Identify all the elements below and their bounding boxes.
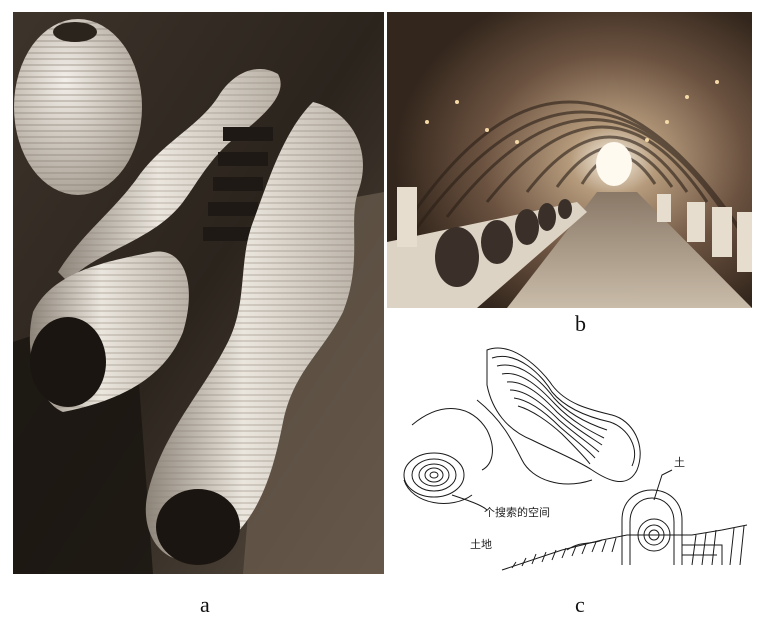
vaulted-gallery-photo xyxy=(387,12,752,308)
ink-sketch: 个搜索的空间 土地 土 xyxy=(403,347,748,571)
sketch-annotation-top: 土 xyxy=(674,456,685,469)
sketch-panel-c: 个搜索的空间 土地 土 xyxy=(392,330,754,578)
sketch-annotation-main: 个搜索的空间 xyxy=(484,505,550,519)
photo-panel-b xyxy=(387,12,752,308)
photo-panel-a xyxy=(13,12,384,574)
clay-model-photo xyxy=(13,12,384,574)
panel-label-a: a xyxy=(200,592,210,617)
panel-label-b: b xyxy=(575,311,586,336)
sketch-annotation-small: 土地 xyxy=(470,538,492,551)
panel-label-c: c xyxy=(575,592,585,617)
